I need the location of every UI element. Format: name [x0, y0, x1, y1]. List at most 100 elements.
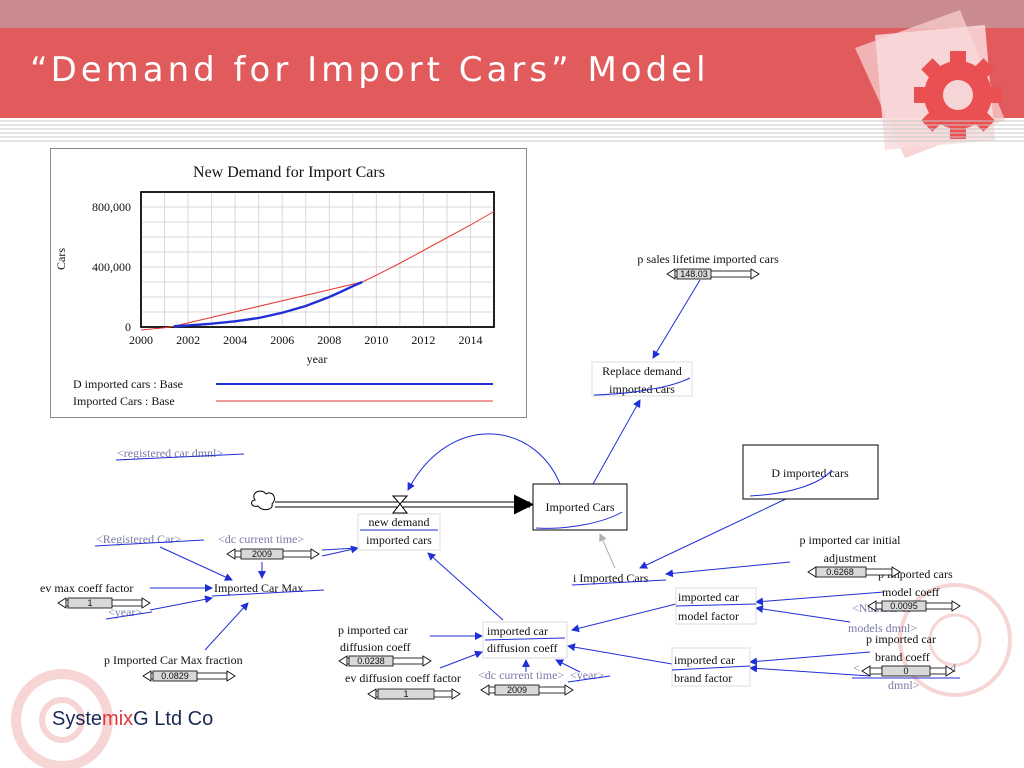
x-tick-label: 2000: [129, 333, 153, 347]
shadow-registered-car-sparkline: [94, 539, 205, 547]
brand-text-2: mix: [102, 708, 134, 730]
slider-p-brand-coeff-value: 0: [903, 666, 908, 676]
title-band: [0, 28, 1024, 118]
i-imported-cars-sparkline: [571, 579, 667, 586]
var-p-initial-adjustment-line1: p imported car initial: [800, 533, 902, 547]
x-tick-label: 2014: [458, 333, 482, 347]
chart-title: New Demand for Import Cars: [193, 164, 385, 181]
d-imported-cars-sparkline: [749, 469, 833, 497]
x-tick-label: 2010: [364, 333, 388, 347]
var-model-factor-line2: model factor: [678, 609, 739, 623]
slider-dc-current-time-2-value: 2009: [507, 685, 527, 695]
brand-text-4: Ltd Co: [148, 708, 214, 730]
chart-panel: New Demand for Import Cars Cars year 200…: [50, 148, 527, 418]
link-adjustment-i: [665, 561, 791, 578]
slider-p-sales-lifetime[interactable]: 148.03: [666, 268, 760, 280]
shadow-year-sparkline: [105, 611, 153, 620]
slider-dc-current-time-value: 2009: [252, 549, 272, 559]
var-replace-demand-line1: Replace demand: [602, 364, 682, 378]
slider-ev-diffusion-coeff[interactable]: 1: [367, 688, 461, 700]
slider-dc-current-time-2[interactable]: 2009: [480, 684, 574, 696]
slider-p-diffusion-coeff[interactable]: 0.0238: [338, 655, 432, 667]
link-brand-diffusion: [567, 643, 673, 665]
slider-p-sales-lifetime-value: 148.03: [680, 269, 708, 279]
var-p-imported-car-max-fraction: p Imported Car Max fraction: [104, 653, 243, 667]
link-max-newdemand-arrow: [321, 545, 359, 557]
slider-p-initial-adjustment-value: 0.6268: [826, 567, 854, 577]
shadow-year-2-sparkline: [567, 675, 611, 683]
shadow-brand-line3: dmnl>: [888, 678, 920, 692]
y-tick-label: 800,000: [92, 200, 131, 214]
separator-lines: [0, 120, 1024, 142]
slider-p-initial-adjustment[interactable]: 0.6268: [807, 566, 901, 578]
model-factor-sparkline: [675, 603, 757, 607]
link-i-stock: [599, 533, 616, 569]
chart-svg: New Demand for Import Cars Cars year 200…: [54, 164, 495, 408]
var-new-demand-line1: new demand: [369, 515, 430, 529]
brand-text-1: Syste: [52, 708, 103, 730]
link-year-max: [149, 595, 213, 611]
shadow-number-models-line2: models dmnl>: [848, 621, 917, 635]
var-new-demand-box[interactable]: [357, 513, 441, 551]
slider-dc-current-time[interactable]: 2009: [226, 548, 320, 560]
link-lifetime-replace: [652, 279, 701, 359]
shadow-dc-current-time: <dc current time>: [218, 532, 304, 546]
var-p-brand-coeff-line1: p imported car: [866, 632, 936, 646]
y-tick-label: 0: [125, 320, 131, 334]
d-imported-cars-label: D imported cars: [771, 466, 849, 480]
slider-p-model-coeff-value: 0.0095: [890, 601, 918, 611]
var-new-demand-line2: imported cars: [366, 533, 432, 547]
slider-ev-max-coeff-value: 1: [87, 598, 92, 608]
var-diffusion-coeff-line1: imported car: [487, 624, 548, 638]
y-tick-label: 400,000: [92, 260, 131, 274]
causal-links: [149, 279, 885, 677]
replace-demand-sparkline: [593, 377, 691, 396]
stock-imported-cars-label: Imported Cars: [546, 500, 615, 514]
var-p-diffusion-coeff-line1: p imported car: [338, 623, 408, 637]
series-line: [140, 211, 495, 331]
slider-p-brand-coeff[interactable]: 0: [861, 665, 955, 677]
link-brandshadow-brand: [749, 664, 871, 677]
slider-ev-max-coeff[interactable]: 1: [57, 597, 151, 609]
x-tick-label: 2006: [270, 333, 294, 347]
var-brand-factor-line1: imported car: [674, 653, 735, 667]
var-p-diffusion-coeff-line2: diffusion coeff: [340, 640, 411, 654]
x-tick-label: 2002: [176, 333, 200, 347]
var-imported-car-max[interactable]: Imported Car Max: [214, 581, 303, 595]
slider-p-imported-car-max-fraction[interactable]: 0.0829: [142, 670, 236, 682]
chart-series: [140, 211, 495, 331]
link-fraction-max: [204, 602, 249, 651]
shadow-dc-current-time-2: <dc current time>: [478, 668, 564, 682]
diffusion-coeff-sparkline: [484, 637, 566, 641]
brand-text-3: G: [133, 708, 149, 730]
series-line: [173, 280, 363, 328]
var-model-factor-line1: imported car: [678, 590, 739, 604]
link-registered-max: [159, 546, 233, 581]
source-cloud-icon: [251, 490, 275, 511]
var-p-model-coeff-line2: model coeff: [882, 585, 939, 599]
slider-ev-diffusion-coeff-value: 1: [403, 689, 408, 699]
link-dimported-i: [639, 496, 791, 569]
shadow-brand-line1: <: [853, 661, 860, 675]
slider-p-model-coeff[interactable]: 0.0095: [867, 600, 961, 612]
node-d-imported-cars[interactable]: [742, 444, 879, 500]
side-faint-circles: [898, 583, 1012, 697]
var-brand-factor-line2: brand factor: [674, 671, 732, 685]
brand-factor-sparkline: [671, 665, 751, 671]
stock-imported-cars[interactable]: [532, 483, 628, 531]
imported-car-max-sparkline: [211, 589, 325, 597]
flow-pipe-new-demand: [251, 490, 534, 515]
slider-p-diffusion-coeff-value: 0.0238: [357, 656, 385, 666]
y-axis-label: Cars: [54, 248, 68, 270]
top-band: [0, 0, 1024, 28]
link-brandcoeff-brand: [749, 651, 871, 666]
valve-icon: [391, 495, 409, 514]
x-axis-label: year: [307, 352, 328, 366]
link-evdiffusion-diffusion: [439, 650, 483, 669]
var-ev-diffusion-coeff-factor: ev diffusion coeff factor: [345, 671, 461, 685]
shadow-registered-car-dmnl-sparkline: [115, 453, 245, 461]
shadow-year: <year>: [108, 605, 142, 619]
company-brand: SystemixG Ltd Co: [52, 708, 213, 731]
legend-label: D imported cars : Base: [73, 377, 183, 391]
